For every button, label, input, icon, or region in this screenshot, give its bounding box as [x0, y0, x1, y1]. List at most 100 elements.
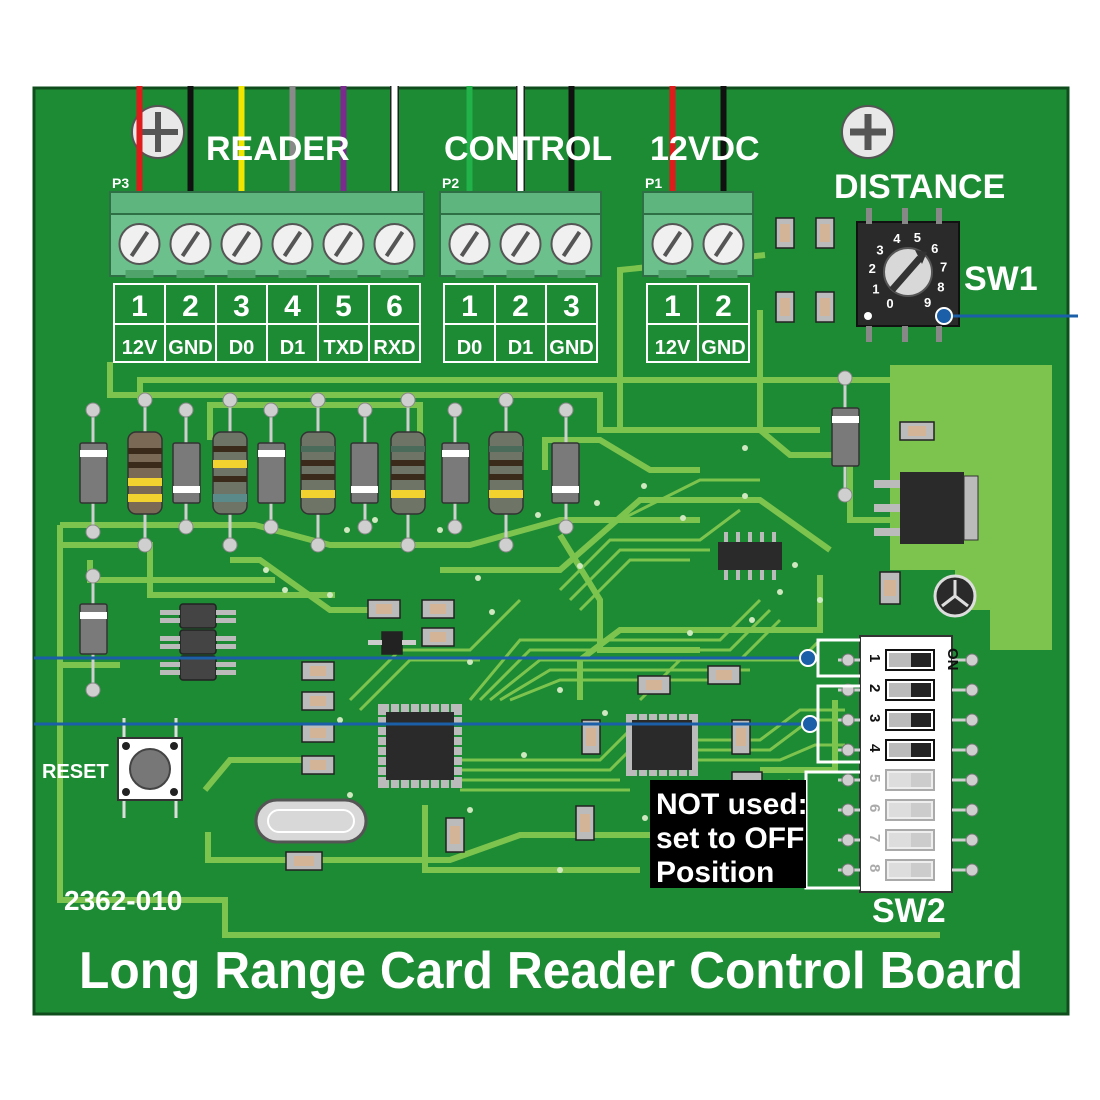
sw2-label: SW2: [872, 892, 946, 930]
pin-number: 3: [233, 290, 250, 323]
distance-label: DISTANCE: [834, 168, 1005, 206]
pin-number: 4: [284, 290, 301, 323]
pin-number: 2: [512, 290, 529, 323]
sw1-label: SW1: [964, 260, 1038, 298]
screw-slot: [561, 230, 582, 258]
pin-number: 5: [335, 290, 352, 323]
axial-components-row: [79, 370, 860, 698]
not-used-note: NOT used: set to OFF Position: [650, 780, 808, 889]
note-line-3: Position: [656, 856, 774, 889]
dial-digit: 6: [931, 241, 938, 256]
screw-slot: [231, 230, 252, 258]
sw2-dip-switch[interactable]: 1 2 3 4 5 6 7 8 ON: [838, 635, 979, 893]
terminal-clamp: [278, 270, 307, 278]
pin-number: 2: [715, 290, 732, 323]
terminal-body: [109, 213, 425, 277]
screw-slot: [180, 230, 201, 258]
dial-digit: 0: [886, 296, 893, 311]
connector-id-p3: P3: [112, 175, 129, 191]
dial-digit: 7: [940, 259, 947, 274]
dial-digit: 8: [937, 280, 944, 295]
screw-slot: [129, 230, 150, 258]
sw1-callout: [935, 307, 1078, 325]
terminal-top: [439, 191, 602, 215]
voltage-regulator: [874, 472, 979, 544]
dip-number: 8: [866, 864, 883, 872]
pin-label: 12V: [122, 337, 158, 359]
terminal-clamp: [329, 270, 358, 278]
pin-label: TXD: [324, 337, 364, 359]
pin-number: 2: [182, 290, 199, 323]
dip-switch-6[interactable]: 6: [838, 799, 979, 821]
pin-label: D0: [229, 337, 255, 359]
reset-label: RESET: [42, 761, 109, 783]
terminal-clamp: [506, 270, 535, 278]
dial-digit: 3: [876, 242, 883, 257]
screw-slot: [333, 230, 354, 258]
connector-id-p1: P1: [645, 175, 662, 191]
terminal-blocks: READERP3112V2GND3D04D15TXD6RXDCONTROLP21…: [109, 86, 760, 363]
connector-name-p1: 12VDC: [650, 130, 760, 168]
dip-switch-8[interactable]: 8: [838, 859, 979, 881]
dip-callouts: [34, 649, 819, 733]
pin-label-box: [368, 323, 421, 363]
connector-name-p3: READER: [206, 130, 350, 168]
terminal-clamp: [455, 270, 484, 278]
pin-label: 12V: [655, 337, 691, 359]
screw-slot: [384, 230, 405, 258]
dip-number: 1: [866, 654, 883, 662]
screw-slot: [282, 230, 303, 258]
pin-number: 6: [386, 290, 403, 323]
dial-digit: 5: [914, 230, 921, 245]
ic-chip-small: [718, 532, 782, 580]
dip-switch-4[interactable]: 4: [838, 739, 979, 761]
screw-slot: [459, 230, 480, 258]
dip-switch-7[interactable]: 7: [838, 829, 979, 851]
dip-number: 7: [866, 834, 883, 842]
dip-switch-5[interactable]: 5: [838, 769, 979, 791]
dial-digit: 9: [924, 295, 931, 310]
dip-on-label: ON: [944, 648, 961, 671]
terminal-clamp: [709, 270, 738, 278]
pin-number: 1: [131, 290, 148, 323]
mounting-hole-left: [131, 105, 185, 159]
dip-switch-1[interactable]: 1: [838, 649, 979, 671]
terminal-clamp: [176, 270, 205, 278]
pin-label: D1: [280, 337, 306, 359]
pin-label: D0: [457, 337, 483, 359]
dip-number: 5: [866, 774, 883, 782]
terminal-clamp: [380, 270, 409, 278]
dip-switch-3[interactable]: 3: [838, 709, 979, 731]
note-line-1: NOT used:: [656, 788, 808, 821]
part-number: 2362-010: [64, 885, 182, 916]
dial-digit: 2: [869, 261, 876, 276]
mounting-hole-right: [841, 105, 895, 159]
dial-digit: 4: [893, 231, 901, 246]
pin-label-box: [697, 323, 750, 363]
terminal-clamp: [658, 270, 687, 278]
electrolytic-capacitor: [933, 574, 977, 618]
screw-slot: [510, 230, 531, 258]
connector-id-p2: P2: [442, 175, 459, 191]
pin-label-box: [545, 323, 598, 363]
reset-button[interactable]: [117, 718, 183, 818]
screw-slot: [662, 230, 683, 258]
screw-slot: [713, 230, 734, 258]
pin-number: 3: [563, 290, 580, 323]
dial-digit: 1: [872, 281, 879, 296]
dip-number: 2: [866, 684, 883, 692]
dip-number: 4: [866, 744, 883, 753]
smd-components: [160, 217, 935, 871]
connector-name-p2: CONTROL: [444, 130, 612, 168]
board-title: Long Range Card Reader Control Board: [79, 942, 1023, 1000]
pin-label: GND: [549, 337, 593, 359]
note-line-2: set to OFF: [656, 822, 804, 855]
pin-label: GND: [701, 337, 745, 359]
terminal-top: [109, 191, 425, 215]
microcontroller-chip: [378, 704, 462, 788]
terminal-top: [642, 191, 754, 215]
